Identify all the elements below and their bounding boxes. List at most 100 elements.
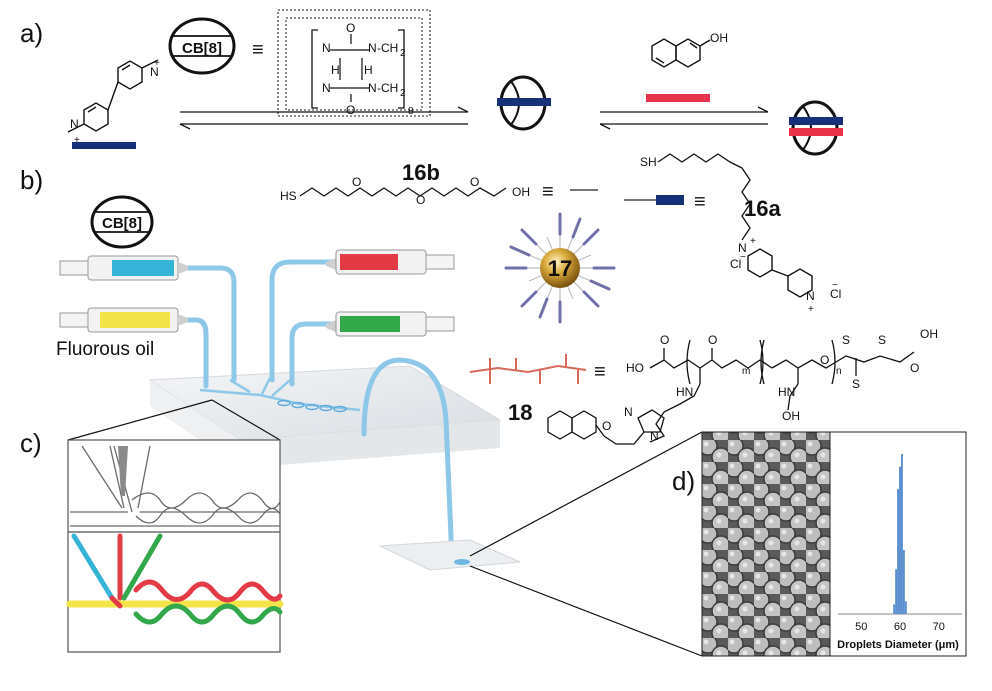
mv-charge-right: + bbox=[154, 58, 160, 69]
cb8-host-label: CB[8] bbox=[182, 40, 222, 57]
16b-equiv: ≡ bbox=[542, 181, 554, 203]
triazole-n2: N bbox=[650, 429, 659, 443]
p18-s2: S bbox=[852, 377, 860, 391]
naphthyl-triazole-pendant bbox=[547, 409, 665, 445]
equivalence-symbol: ≡ bbox=[252, 39, 264, 61]
compound-16a-label: 16a bbox=[744, 196, 781, 221]
cucurbituril-monomer bbox=[277, 9, 431, 117]
cb-h-left: H bbox=[331, 63, 340, 77]
panel-label-a: a) bbox=[20, 18, 43, 48]
histogram-ticks: 50 60 70 bbox=[855, 621, 945, 633]
p18-o-amide: O bbox=[708, 333, 717, 347]
guest-blue-bar-legend bbox=[72, 142, 136, 149]
polymer-18-structure bbox=[649, 339, 915, 443]
histogram-bar-3 bbox=[899, 466, 901, 614]
histogram-bar-2 bbox=[897, 489, 900, 614]
histogram-tick-1: 60 bbox=[894, 621, 906, 633]
16a-equiv: ≡ bbox=[694, 191, 706, 213]
p18-n: n bbox=[836, 366, 842, 377]
syringe-red bbox=[326, 249, 455, 275]
16a-cl1-charge: − bbox=[740, 252, 746, 263]
naphthol-oh: OH bbox=[710, 31, 728, 45]
16a-chain bbox=[657, 153, 751, 241]
p18-o-amide2: O bbox=[820, 353, 829, 367]
zoom-lines bbox=[67, 399, 703, 657]
guest-red-bar-legend bbox=[646, 94, 710, 102]
16a-n1-charge: + bbox=[750, 236, 756, 247]
p18-oh: OH bbox=[782, 409, 800, 423]
histogram-bar-6 bbox=[904, 601, 907, 614]
histogram-bar-1 bbox=[895, 569, 898, 614]
cb-h-right: H bbox=[364, 63, 373, 77]
polymer-equiv: ≡ bbox=[594, 361, 606, 383]
cb8-icon-b-label: CB[8] bbox=[102, 215, 142, 232]
syringe-yellow bbox=[59, 307, 188, 333]
histogram-bar-4 bbox=[900, 454, 903, 614]
equilibrium-arrow-2 bbox=[599, 106, 769, 130]
methyl-viologen-structure bbox=[67, 59, 159, 133]
16a-n2: N bbox=[806, 289, 815, 303]
p18-ho: HO bbox=[626, 361, 644, 375]
cb-n-top-left: N bbox=[322, 41, 331, 55]
p18-o-acid: O bbox=[660, 333, 669, 347]
mv-charge-left: + bbox=[74, 135, 80, 146]
cb-ch2-top: -CH bbox=[377, 41, 398, 55]
histogram-tick-2: 70 bbox=[933, 621, 945, 633]
fluorous-oil-label: Fluorous oil bbox=[56, 339, 154, 360]
mv-nitrogen-right: N bbox=[150, 65, 159, 79]
cb-n-bottom-right: N bbox=[368, 81, 377, 95]
16a-cl2: Cl bbox=[830, 287, 841, 301]
16a-n1: N bbox=[738, 241, 747, 255]
16a-bipyridinium bbox=[747, 248, 813, 298]
compound-16b-label: 16b bbox=[402, 160, 440, 185]
16b-o3: O bbox=[470, 175, 479, 189]
histogram-bar-0 bbox=[893, 604, 896, 614]
cb-oxygen-top: O bbox=[346, 21, 355, 35]
panel-label-d: d) bbox=[672, 466, 695, 496]
histogram-panel: 50 60 70 Droplets Diameter (μm) bbox=[829, 431, 967, 657]
mv-nitrogen-left: N bbox=[70, 117, 79, 131]
cb-ch2-top-sub: 2 bbox=[400, 48, 406, 59]
p18-s3: S bbox=[878, 333, 886, 347]
16b-o1: O bbox=[352, 175, 361, 189]
pendant-o: O bbox=[602, 419, 611, 433]
cb-ch2-bottom: -CH bbox=[377, 81, 398, 95]
cb8-icon-b bbox=[90, 195, 154, 249]
16b-chain bbox=[299, 187, 507, 197]
16a-cl1: Cl bbox=[730, 257, 741, 271]
p18-hn2: HN bbox=[778, 385, 795, 399]
histogram-bars bbox=[893, 454, 907, 614]
collection-slide bbox=[378, 539, 521, 571]
16a-ligand-head bbox=[656, 195, 684, 205]
syringe-green bbox=[326, 311, 455, 337]
p18-s1: S bbox=[842, 333, 850, 347]
cb8-host-icon bbox=[168, 17, 236, 75]
2-naphthol-structure bbox=[651, 38, 711, 68]
16a-n2-charge: + bbox=[808, 304, 814, 315]
histogram-tick-0: 50 bbox=[855, 621, 867, 633]
gold-nanoparticle bbox=[504, 212, 616, 324]
panel-label-b: b) bbox=[20, 165, 43, 195]
histogram-bar-5 bbox=[902, 550, 905, 614]
histogram-x-label: Droplets Diameter (μm) bbox=[837, 639, 959, 651]
16b-oh: OH bbox=[512, 185, 530, 199]
ternary-complex bbox=[789, 100, 843, 156]
triazole-n1: N bbox=[624, 405, 633, 419]
cb-ch2-bottom-sub: 2 bbox=[400, 88, 406, 99]
chip-droplets bbox=[277, 399, 347, 413]
panel-label-c: c) bbox=[20, 428, 42, 458]
16b-o2: O bbox=[416, 193, 425, 207]
polymer-18-icon bbox=[469, 354, 587, 384]
cb-n-bottom-left: N bbox=[322, 81, 331, 95]
p18-o-end: O bbox=[910, 361, 919, 375]
p18-hn1: HN bbox=[676, 385, 693, 399]
droplet-micrograph bbox=[701, 431, 831, 657]
16b-thiol: HS bbox=[280, 189, 297, 203]
compound-17-label: 17 bbox=[548, 256, 572, 281]
syringe-cyan bbox=[59, 255, 188, 281]
cb-n-top-right: N bbox=[368, 41, 377, 55]
color-streams bbox=[66, 533, 284, 625]
tubing bbox=[177, 259, 455, 563]
